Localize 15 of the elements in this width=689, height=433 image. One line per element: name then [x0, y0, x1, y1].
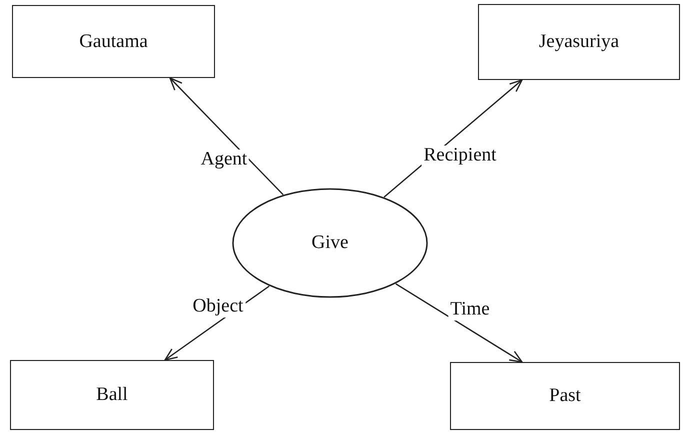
arrow — [169, 77, 284, 196]
node-label: Gautama — [79, 30, 148, 52]
concept-box — [478, 4, 680, 80]
node-label: Give — [312, 232, 348, 254]
edge-label: Time — [448, 300, 492, 320]
arrow — [395, 283, 523, 363]
concept-box — [10, 360, 214, 430]
edge-label: Object — [190, 296, 246, 318]
edge-label: Recipient — [422, 146, 498, 166]
concept-box — [12, 5, 215, 78]
node-label: Past — [549, 385, 581, 407]
node-label: Ball — [96, 384, 128, 406]
concept-box — [450, 362, 680, 430]
edge-label: Agent — [198, 150, 250, 170]
node-label: Jeyasuriya — [538, 31, 620, 53]
